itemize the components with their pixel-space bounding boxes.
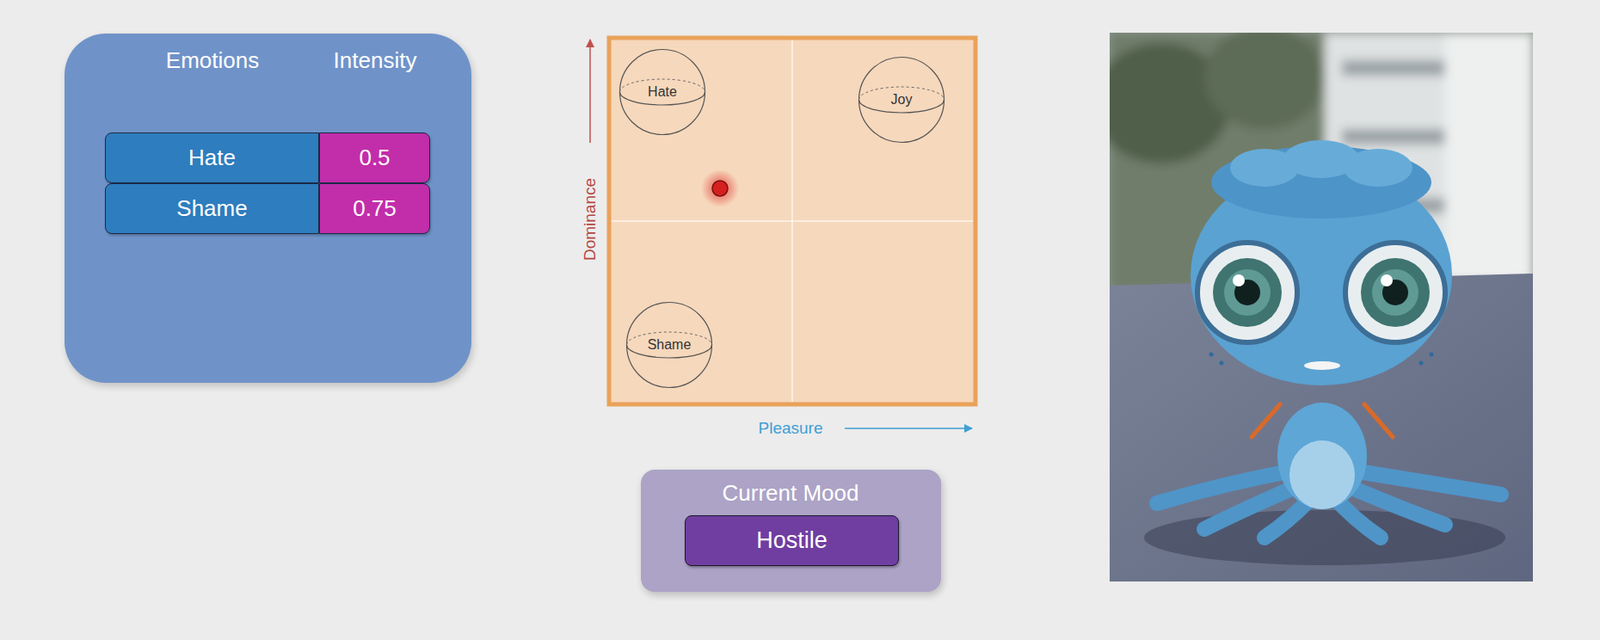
whisker bbox=[1364, 404, 1393, 437]
freckle bbox=[1419, 361, 1424, 366]
mouth bbox=[1304, 361, 1341, 370]
mood-point bbox=[712, 180, 728, 197]
head-frill bbox=[1343, 148, 1413, 187]
panel-header: Current Mood bbox=[722, 480, 860, 507]
tentacle bbox=[1341, 468, 1502, 495]
node-label: 0.5 bbox=[358, 145, 390, 172]
freckle bbox=[1219, 361, 1225, 366]
node-label: Joy bbox=[891, 92, 913, 108]
dominance-arrow bbox=[589, 39, 591, 143]
node-label: 0.75 bbox=[352, 196, 397, 222]
column-header: Intensity bbox=[333, 48, 418, 74]
iris bbox=[1360, 258, 1430, 327]
tree bbox=[1204, 32, 1325, 130]
belly bbox=[1289, 440, 1355, 510]
node-label: Hate bbox=[647, 84, 677, 100]
node-label: Hostile bbox=[756, 527, 828, 554]
emotion-sphere: Hate bbox=[618, 48, 707, 136]
eye-highlight bbox=[1232, 274, 1245, 287]
emotion-sphere: Joy bbox=[857, 55, 946, 144]
node-label: Shame bbox=[647, 337, 692, 353]
axis-label: Pleasure bbox=[758, 418, 824, 438]
column-header: Emotions bbox=[166, 48, 259, 74]
emotions-panel: Emotions IntensityHate 0.5Shame 0.75 bbox=[64, 33, 472, 383]
emotion-cell: Hate bbox=[104, 132, 320, 184]
axis-label: Dominance bbox=[580, 178, 600, 261]
freckle bbox=[1209, 352, 1214, 357]
mood-value-box: Hostile bbox=[684, 515, 899, 567]
sphere-circle bbox=[627, 302, 713, 388]
shadow bbox=[1144, 510, 1506, 566]
pad-chart: DominancePleasureHateJoyShame bbox=[607, 36, 978, 407]
eye-highlight bbox=[1380, 274, 1393, 287]
iris-ring bbox=[1372, 269, 1419, 316]
emotion-sphere: Shame bbox=[625, 301, 714, 389]
pleasure-arrow bbox=[844, 427, 973, 430]
eye bbox=[1345, 242, 1446, 343]
intensity-cell: 0.5 bbox=[319, 132, 431, 184]
sphere-circle bbox=[620, 49, 706, 136]
mood-panel: Current MoodHostile bbox=[640, 469, 942, 592]
emotion-cell: Shame bbox=[104, 183, 320, 234]
eye bbox=[1197, 242, 1298, 343]
node-label: Hate bbox=[188, 145, 236, 172]
mood-glow bbox=[701, 169, 739, 208]
body bbox=[1277, 402, 1367, 510]
whisker bbox=[1251, 404, 1280, 437]
axis-line bbox=[611, 220, 973, 222]
iris bbox=[1212, 258, 1282, 327]
pad-chart-area bbox=[609, 37, 976, 405]
creature-photo bbox=[1109, 32, 1533, 582]
freckle bbox=[1429, 352, 1434, 357]
node-label: Shame bbox=[176, 196, 247, 222]
building bbox=[1445, 32, 1533, 283]
sphere-circle bbox=[859, 57, 945, 143]
iris-ring bbox=[1224, 269, 1271, 316]
intensity-cell: 0.75 bbox=[319, 183, 431, 234]
